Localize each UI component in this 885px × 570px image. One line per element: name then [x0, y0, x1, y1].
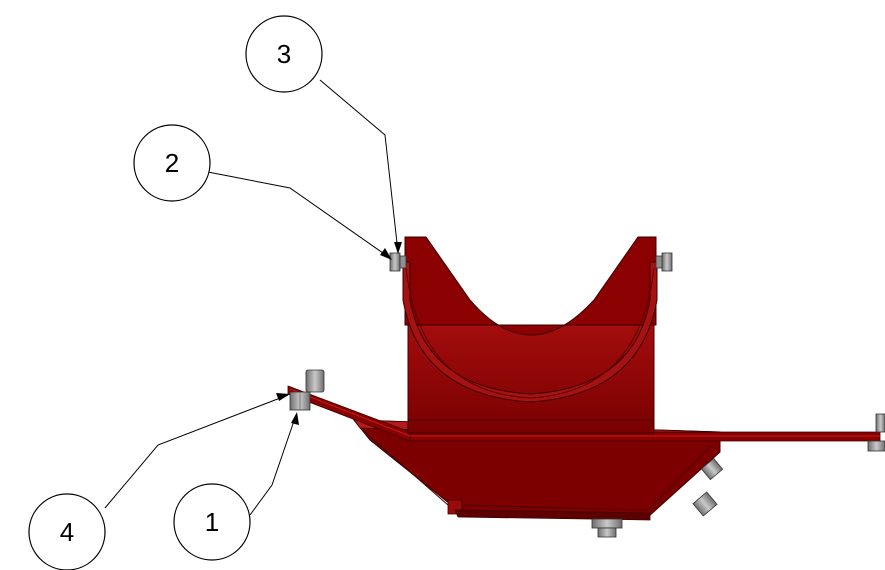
- cradle-block: [402, 236, 658, 434]
- callout-label: 3: [277, 39, 291, 69]
- callout-1: 1: [173, 483, 251, 561]
- leader-lines: [104, 79, 402, 516]
- callout-label: 2: [165, 148, 179, 178]
- bolt-top-right: [655, 252, 673, 272]
- bolt-top-left: [389, 252, 407, 272]
- callout-4: 4: [28, 493, 106, 570]
- callout-label: 4: [60, 517, 74, 547]
- callout-2: 2: [133, 124, 211, 202]
- callout-label: 1: [205, 507, 219, 537]
- bolt-right-end: [867, 413, 885, 452]
- bolt-tray-bottom: [591, 518, 623, 538]
- callout-3: 3: [245, 15, 323, 93]
- bolt-tray-right: [692, 457, 724, 517]
- bolt-left-arm: [289, 369, 325, 411]
